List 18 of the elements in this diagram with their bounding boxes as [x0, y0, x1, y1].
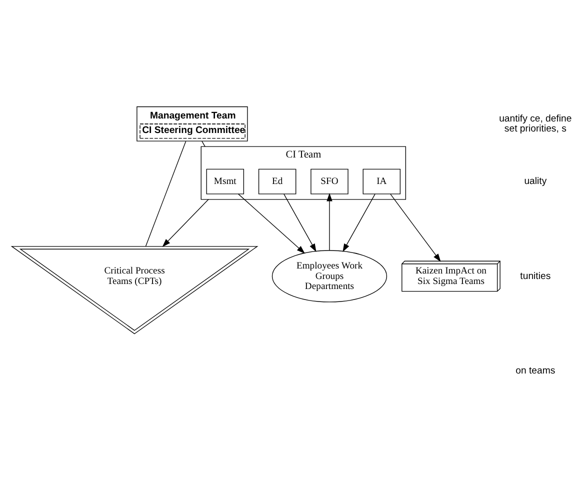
node-box: Ed	[258, 168, 296, 194]
arrow	[284, 193, 316, 252]
arrow	[238, 193, 305, 254]
arrow	[390, 193, 441, 262]
label: on teams	[516, 364, 556, 376]
arrow	[162, 198, 209, 246]
node-box: IA	[362, 168, 401, 194]
label: uality	[524, 176, 547, 187]
node-box: SFO	[310, 168, 348, 194]
arrow	[342, 193, 376, 252]
node-box: Management Team CI Steering Committee	[136, 106, 248, 141]
connector	[202, 140, 206, 146]
label: uantify ce, define set priorities, s	[499, 112, 572, 134]
connector	[145, 140, 186, 246]
node-ellipse: Employees Work Groups Departments	[272, 250, 388, 302]
arrow	[326, 192, 332, 250]
node-box: Msmt	[206, 168, 244, 194]
label: tunities	[520, 270, 551, 282]
